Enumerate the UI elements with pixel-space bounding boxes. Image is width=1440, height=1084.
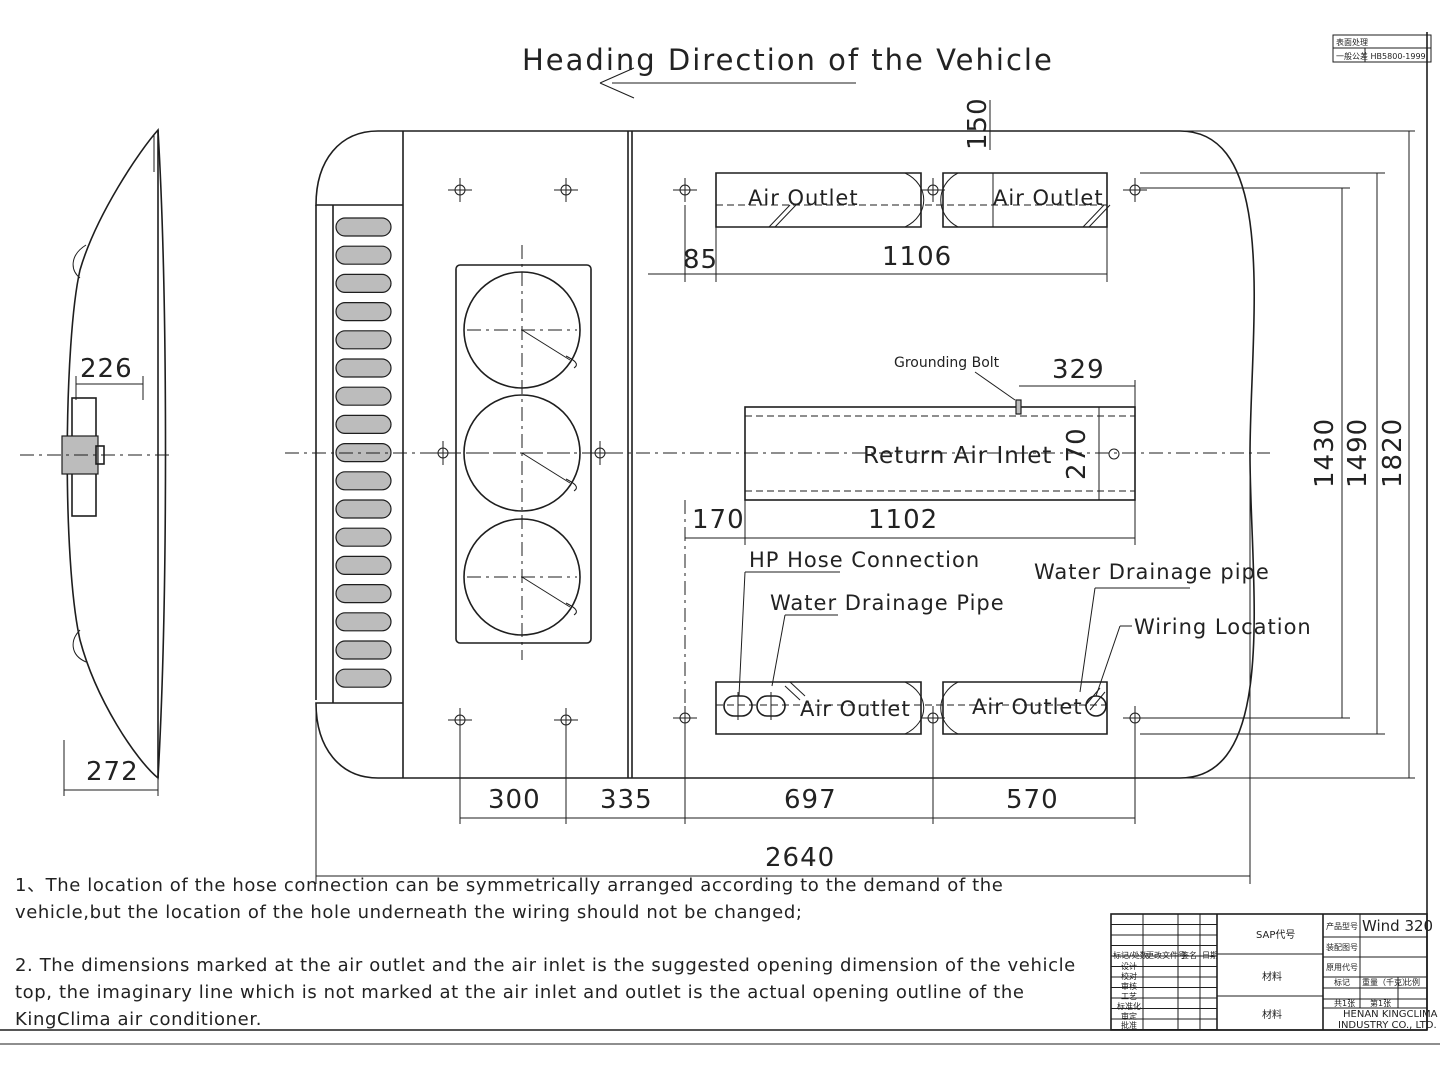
heading-arrow-head: [599, 67, 635, 99]
mounting-hole: [431, 441, 455, 465]
tb-role-5: 校对: [1121, 971, 1137, 981]
mounting-hole: [448, 178, 472, 202]
tb-role-6: 审核: [1121, 981, 1137, 991]
grille-slot: [335, 668, 392, 688]
grille-slot: [335, 499, 392, 519]
tb-scale-label: 比例: [1404, 977, 1420, 987]
upper-air-outlets: Air Outlet Air Outlet: [715, 172, 1111, 228]
label-air-outlet-2: Air Outlet: [993, 186, 1104, 210]
tb-role-8: 标准化: [1117, 1001, 1141, 1011]
dim-697: 697: [784, 785, 837, 815]
label-grounding-bolt: Grounding Bolt: [894, 355, 1000, 371]
grille-slot: [335, 414, 392, 434]
dim-300: 300: [488, 785, 541, 815]
label-water-drainage-pipe-lower: Water Drainage Pipe: [770, 591, 1005, 615]
dim-226: 226: [80, 354, 133, 384]
side-view: [20, 128, 170, 780]
note-1: 1、The location of the hose connection ca…: [15, 875, 1004, 923]
tb-product-model-label: 产品型号: [1326, 921, 1358, 931]
dim-329: 329: [1052, 355, 1105, 385]
tb-company-2: INDUSTRY CO., LTD.: [1338, 1020, 1437, 1031]
tb-sap-label: SAP代号: [1256, 929, 1295, 941]
drawing-notes: 1、The location of the hose connection ca…: [15, 872, 1110, 1059]
condenser-grille: [335, 217, 392, 688]
dim-270: 270: [1062, 427, 1092, 480]
mounting-hole: [921, 178, 945, 202]
tb-sheet-total: 共1张: [1334, 999, 1355, 1008]
tb-company-1: HENAN KINGCLIMA: [1343, 1009, 1438, 1020]
dim-150: 150: [963, 97, 993, 150]
grille-slot: [335, 302, 392, 322]
note-2: 2. The dimensions marked at the air outl…: [15, 955, 1076, 1030]
dim-2640: 2640: [765, 843, 835, 873]
tb-assembly-label: 装配图号: [1326, 942, 1358, 952]
dim-335: 335: [600, 785, 653, 815]
tb-mark: 材料: [1262, 970, 1282, 983]
dim-85: 85: [683, 245, 718, 275]
dim-1430: 1430: [1310, 418, 1340, 488]
tb-mark-label: 标记: [1334, 977, 1350, 987]
dim-1820: 1820: [1378, 418, 1408, 488]
tb-role-4: 设计: [1121, 961, 1137, 971]
tb-role-9: 审定: [1121, 1011, 1137, 1021]
title-block: 产品型号 Wind 320 装配图号 原用代号 SAP代号 材料 材料 标记 重…: [1110, 913, 1438, 1031]
corner-line-1: 表面处理: [1336, 37, 1368, 47]
tb-role-2: 签名: [1181, 950, 1197, 960]
grille-slot: [335, 273, 392, 293]
dim-1106: 1106: [882, 242, 952, 272]
mounting-hole: [1123, 178, 1147, 202]
return-air-inlet: Return Air Inlet 270: [744, 399, 1136, 501]
grille-slot: [335, 527, 392, 547]
tb-product-model: Wind 320: [1362, 917, 1433, 935]
grille-slot: [335, 330, 392, 350]
dim-1102: 1102: [868, 505, 938, 535]
grille-slot: [335, 471, 392, 491]
label-water-drainage-pipe-right: Water Drainage pipe: [1034, 560, 1270, 584]
tb-weight-label: 重量（千克）: [1362, 977, 1410, 987]
label-return-air-inlet: Return Air Inlet: [863, 443, 1052, 469]
grille-slot: [335, 245, 392, 265]
dim-1490: 1490: [1343, 418, 1373, 488]
label-hp-hose-connection: HP Hose Connection: [749, 548, 980, 572]
grille-slot: [335, 386, 392, 406]
tb-role-0: 标记/处数: [1113, 950, 1148, 960]
grille-slot: [335, 443, 392, 463]
label-wiring-location: Wiring Location: [1134, 615, 1312, 639]
corner-line-2: 一般公差 HB5800-1999: [1336, 51, 1426, 61]
grille-slot: [335, 612, 392, 632]
grille-slot: [335, 358, 392, 378]
dim-272: 272: [86, 757, 139, 787]
corner-tolerance-box: 表面处理 一般公差 HB5800-1999: [1332, 34, 1432, 63]
grille-slot: [335, 555, 392, 576]
grille-slot: [335, 217, 392, 237]
mounting-hole: [673, 178, 697, 202]
mounting-hole: [554, 178, 578, 202]
lower-air-outlets: Air Outlet Air Outlet: [715, 681, 1108, 735]
tb-role-3: 日期: [1202, 951, 1218, 960]
tb-role-7: 工艺: [1121, 992, 1137, 1001]
tb-role-10: 批准: [1121, 1020, 1137, 1030]
grille-slot: [335, 640, 392, 660]
heading-title: Heading Direction of the Vehicle: [522, 43, 1054, 77]
dim-170: 170: [692, 505, 745, 535]
tb-role-1: 更改文件号: [1146, 950, 1186, 960]
fan-frame: [455, 264, 592, 644]
label-air-outlet-1: Air Outlet: [748, 186, 859, 210]
label-air-outlet-3: Air Outlet: [800, 697, 911, 721]
label-air-outlet-4: Air Outlet: [972, 695, 1083, 719]
tb-part-code-label: 原用代号: [1326, 962, 1358, 972]
tb-sheet-no: 第1张: [1370, 998, 1391, 1008]
dim-570: 570: [1006, 785, 1059, 815]
grille-slot: [335, 583, 392, 604]
tb-material: 材料: [1262, 1008, 1282, 1021]
mounting-hole: [588, 441, 612, 465]
